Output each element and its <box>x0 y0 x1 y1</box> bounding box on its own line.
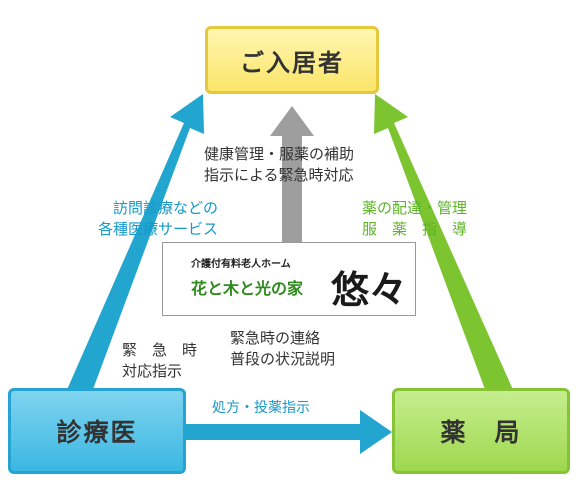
health-management-label: 健康管理・服薬の補助 指示による緊急時対応 <box>204 144 354 186</box>
resident-node: ご入居者 <box>205 26 379 94</box>
emergency-instruction-label: 緊 急 時 対応指示 <box>122 340 197 382</box>
pharmacy-node: 薬 局 <box>392 388 570 474</box>
pharmacy-label: 薬 局 <box>440 418 522 447</box>
emergency-line-1: 緊 急 時 <box>122 341 198 359</box>
health-line-1: 健康管理・服薬の補助 <box>204 145 355 163</box>
facility-logo: 悠々 <box>331 267 408 312</box>
health-line-2: 指示による緊急時対応 <box>204 166 354 184</box>
delivery-label: 薬の配達・管理 服 薬 指 導 <box>362 198 467 240</box>
clinic-node: 診療医 <box>8 388 186 474</box>
clinic-to-pharmacy-arrow <box>186 410 392 454</box>
visit-care-label: 訪問診療などの 各種医療サービス <box>98 198 218 240</box>
delivery-line-2: 服 薬 指 導 <box>362 220 468 238</box>
visit-line-1: 訪問診療などの <box>113 199 219 217</box>
facility-to-resident-arrow <box>270 106 314 244</box>
emergency-line-2: 対応指示 <box>122 362 183 380</box>
clinic-to-resident-arrow <box>66 94 204 392</box>
pharmacy-to-resident-arrow <box>374 94 514 392</box>
visit-line-2: 各種医療サービス <box>98 220 219 238</box>
facility-subtitle: 介護付有料老人ホーム <box>191 259 291 270</box>
facility-name: 花と木と光の家 <box>191 279 304 298</box>
contact-line-1: 緊急時の連絡 <box>230 329 321 347</box>
resident-label: ご入居者 <box>240 48 344 77</box>
emergency-contact-label: 緊急時の連絡 普段の状況説明 <box>230 328 335 370</box>
prescription-label: 処方・投薬指示 <box>212 400 310 416</box>
contact-line-2: 普段の状況説明 <box>230 350 336 368</box>
delivery-line-1: 薬の配達・管理 <box>362 199 468 217</box>
facility-box: 介護付有料老人ホーム 花と木と光の家 悠々 <box>162 242 416 316</box>
clinic-label: 診療医 <box>56 418 138 447</box>
